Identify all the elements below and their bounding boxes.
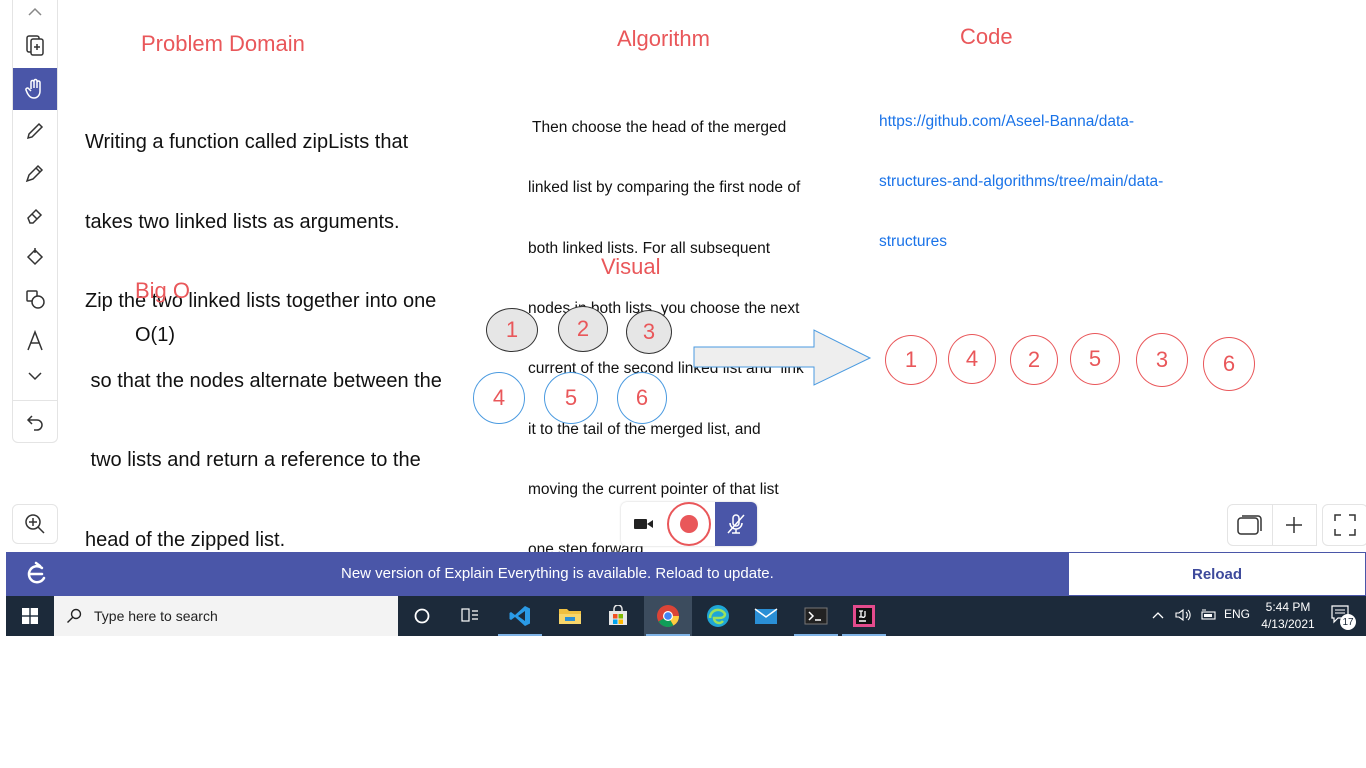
show-hidden-icons-chevron-icon[interactable] <box>1150 607 1168 625</box>
problem-domain-title: Problem Domain <box>141 31 305 56</box>
taskbar: Type here to search ENG 5:44 PM 4/13/ <box>6 596 1366 636</box>
intellij-icon[interactable] <box>840 596 888 636</box>
merged-node: 5 <box>1070 333 1120 385</box>
slides-icon <box>1237 515 1262 535</box>
merged-node: 6 <box>1203 337 1255 391</box>
volume-icon[interactable] <box>1174 607 1194 625</box>
add-slide-icon[interactable] <box>13 26 57 64</box>
scroll-up-chevron-icon[interactable] <box>13 0 57 24</box>
code-title: Code <box>960 24 1013 49</box>
list-b-node: 4 <box>473 372 525 424</box>
algorithm-line: moving the current pointer of that list <box>528 480 779 498</box>
list-a-node: 1 <box>486 308 538 352</box>
github-link[interactable]: https://github.com/Aseel-Banna/data- str… <box>879 72 1163 272</box>
problem-domain-line: takes two linked lists as arguments. <box>85 210 400 233</box>
tool-palette <box>12 0 58 443</box>
explain-everything-logo-icon <box>22 560 52 588</box>
text-tool-icon[interactable] <box>13 322 57 360</box>
merged-node: 2 <box>1010 335 1058 385</box>
merged-node: 3 <box>1136 333 1188 387</box>
link-line[interactable]: structures <box>879 233 948 250</box>
list-b-node: 5 <box>544 372 598 424</box>
terminal-icon[interactable] <box>792 596 840 636</box>
fullscreen-icon <box>1334 514 1356 536</box>
merged-node: 1 <box>885 335 937 385</box>
clock-time: 5:44 PM <box>1265 600 1311 614</box>
big-o-value: O(1) <box>135 324 175 346</box>
list-a-node: 2 <box>558 306 608 352</box>
battery-icon[interactable] <box>1199 607 1219 625</box>
windows-start-icon[interactable] <box>6 596 54 636</box>
problem-domain-line: two lists and return a reference to the <box>85 449 421 471</box>
problem-domain-line: Zip the two linked lists together into o… <box>85 290 437 312</box>
more-tools-chevron-icon[interactable] <box>13 360 57 392</box>
link-line[interactable]: structures-and-algorithms/tree/main/data… <box>879 173 1164 190</box>
link-line[interactable]: https://github.com/Aseel-Banna/data- <box>879 113 1135 130</box>
record-dot-icon <box>680 515 698 533</box>
search-icon <box>67 608 82 623</box>
reload-button[interactable]: Reload <box>1068 552 1366 596</box>
taskbar-search[interactable]: Type here to search <box>54 596 398 636</box>
slides-view-button[interactable] <box>1228 505 1273 545</box>
merged-node: 4 <box>948 334 996 384</box>
slide-controls <box>1227 504 1317 546</box>
task-view-icon[interactable] <box>446 596 494 636</box>
search-placeholder: Type here to search <box>94 608 218 624</box>
algorithm-line: it to the tail of the merged list, and <box>528 420 761 438</box>
pen-icon[interactable] <box>13 112 57 150</box>
algorithm-line: Then choose the head of the merged <box>528 119 787 137</box>
algorithm-text: Then choose the head of the merged linke… <box>528 78 804 580</box>
clock-date: 4/13/2021 <box>1261 617 1315 631</box>
list-b-node: 6 <box>617 372 667 424</box>
plus-icon <box>1286 517 1303 533</box>
edge-icon[interactable] <box>694 596 742 636</box>
add-slide-button[interactable] <box>1273 505 1317 545</box>
hand-tool-icon[interactable] <box>13 68 57 110</box>
notification-badge: 17 <box>1340 614 1356 630</box>
file-explorer-icon[interactable] <box>546 596 594 636</box>
arrow-right-icon <box>693 329 872 386</box>
algorithm-title: Algorithm <box>617 26 710 51</box>
vscode-icon[interactable] <box>496 596 544 636</box>
shapes-icon[interactable] <box>13 280 57 318</box>
clock[interactable]: 5:44 PM 4/13/2021 <box>1258 599 1318 633</box>
language-indicator[interactable]: ENG <box>1224 607 1251 621</box>
problem-domain-line: head of the zipped list. <box>85 528 286 551</box>
visual-title: Visual <box>601 254 661 279</box>
cortana-icon[interactable] <box>398 596 446 636</box>
banner-message: New version of Explain Everything is ava… <box>341 565 774 582</box>
mail-icon[interactable] <box>742 596 790 636</box>
problem-domain-line: Writing a function called zipLists that <box>85 131 409 153</box>
problem-domain-line: so that the nodes alternate between the <box>85 369 442 392</box>
chrome-icon[interactable] <box>644 596 692 636</box>
problem-domain-text: Writing a function called zipLists that … <box>85 76 442 580</box>
microsoft-store-icon[interactable] <box>594 596 642 636</box>
recording-controls <box>621 502 757 546</box>
list-a-node: 3 <box>626 310 672 354</box>
mic-muted-button[interactable] <box>715 502 757 546</box>
undo-icon[interactable] <box>13 400 57 439</box>
zoom-in-icon <box>25 514 45 534</box>
mic-off-icon <box>727 514 745 534</box>
fill-bucket-icon[interactable] <box>13 238 57 276</box>
update-banner: New version of Explain Everything is ava… <box>6 552 1366 596</box>
camera-icon[interactable] <box>629 514 659 534</box>
record-button[interactable] <box>667 502 711 546</box>
big-o-title: Big O <box>135 278 191 303</box>
eraser-icon[interactable] <box>13 196 57 234</box>
action-center-icon[interactable]: 17 <box>1330 604 1356 630</box>
zoom-button[interactable] <box>12 504 58 544</box>
algorithm-line: both linked lists. For all subsequent <box>528 239 771 257</box>
highlighter-icon[interactable] <box>13 154 57 192</box>
fullscreen-button[interactable] <box>1322 504 1366 546</box>
algorithm-line: linked list by comparing the first node … <box>528 179 801 197</box>
